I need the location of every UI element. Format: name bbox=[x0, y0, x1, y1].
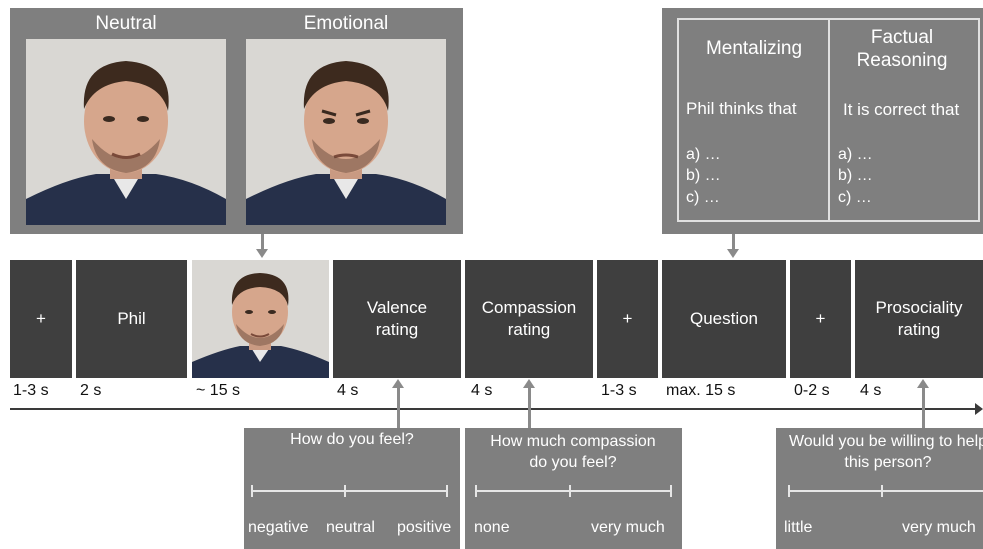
question-panel bbox=[662, 8, 983, 234]
valence-scale-tick-mid bbox=[344, 485, 346, 497]
neutral-label: Neutral bbox=[95, 13, 157, 34]
prosociality-arrow-line bbox=[922, 388, 925, 428]
duration-fixation-2: 1-3 s bbox=[601, 382, 637, 399]
factual-prompt: It is correct that bbox=[843, 100, 960, 119]
duration-video: ~ 15 s bbox=[196, 382, 241, 399]
valence-mid-label: neutral bbox=[326, 519, 375, 536]
valence-arrow-line bbox=[397, 388, 400, 428]
compassion-question: How much compassion do you feel? bbox=[490, 433, 656, 471]
prosociality-low-label: little bbox=[784, 519, 813, 536]
valence-high-label: positive bbox=[397, 519, 452, 536]
compassion-scale-tick-low bbox=[475, 485, 477, 497]
duration-prosociality: 4 s bbox=[860, 382, 882, 399]
duration-fixation-1: 1-3 s bbox=[13, 382, 49, 399]
valence-scale-tick-low bbox=[251, 485, 253, 497]
mentalizing-option-a: a) … bbox=[686, 146, 721, 163]
valence-scale-panel bbox=[244, 428, 460, 549]
fixation-box-3: + bbox=[790, 260, 851, 378]
fixation-box-1: + bbox=[10, 260, 72, 378]
compassion-arrow-head bbox=[523, 379, 535, 388]
prosociality-question: Would you be willing to help this person… bbox=[788, 433, 983, 471]
prosociality-scale-tick-mid bbox=[881, 485, 883, 497]
prosociality-scale-panel bbox=[776, 428, 983, 549]
compassion-scale-tick-high bbox=[670, 485, 672, 497]
prosociality-rating-box: Prosociality rating bbox=[855, 260, 983, 378]
factual-reasoning-title: Factual Reasoning bbox=[856, 27, 948, 71]
duration-question: max. 15 s bbox=[666, 382, 736, 399]
duration-fixation-3: 0-2 s bbox=[794, 382, 830, 399]
name-box: Phil bbox=[76, 260, 187, 378]
fixation-box-2: + bbox=[597, 260, 658, 378]
question-panel-divider bbox=[828, 18, 830, 222]
timeline-axis bbox=[10, 408, 976, 410]
question-arrow-line bbox=[732, 234, 735, 249]
mentalizing-option-c: c) … bbox=[686, 189, 720, 206]
factual-option-c: c) … bbox=[838, 189, 872, 206]
compassion-high-label: very much bbox=[591, 519, 665, 536]
prosociality-high-label: very much bbox=[902, 519, 976, 536]
compassion-scale-line bbox=[476, 490, 672, 492]
compassion-rating-box: Compassion rating bbox=[465, 260, 593, 378]
stimuli-arrow-line bbox=[261, 234, 264, 249]
valence-arrow-head bbox=[392, 379, 404, 388]
mentalizing-title: Mentalizing bbox=[705, 38, 803, 59]
stimuli-arrow-head bbox=[256, 249, 268, 258]
question-box: Question bbox=[662, 260, 786, 378]
factual-option-a: a) … bbox=[838, 146, 873, 163]
prosociality-arrow-head bbox=[917, 379, 929, 388]
valence-scale-line bbox=[252, 490, 448, 492]
compassion-low-label: none bbox=[474, 519, 510, 536]
emotional-face-photo bbox=[246, 39, 446, 225]
prosociality-scale-tick-low bbox=[788, 485, 790, 497]
valence-scale-tick-high bbox=[446, 485, 448, 497]
emotional-label: Emotional bbox=[303, 13, 389, 34]
prosociality-scale-line bbox=[789, 490, 983, 492]
neutral-face-photo bbox=[26, 39, 226, 225]
question-arrow-head bbox=[727, 249, 739, 258]
mentalizing-prompt: Phil thinks that bbox=[686, 99, 797, 118]
duration-name: 2 s bbox=[80, 382, 102, 399]
compassion-scale-tick-mid bbox=[569, 485, 571, 497]
factual-option-b: b) … bbox=[838, 167, 873, 184]
compassion-scale-panel bbox=[465, 428, 682, 549]
duration-valence: 4 s bbox=[337, 382, 359, 399]
compassion-arrow-line bbox=[528, 388, 531, 428]
valence-rating-box: Valence rating bbox=[333, 260, 461, 378]
timeline-arrowhead bbox=[975, 403, 983, 415]
video-still-photo bbox=[192, 260, 329, 378]
valence-low-label: negative bbox=[248, 519, 309, 536]
valence-question: How do you feel? bbox=[290, 431, 414, 448]
mentalizing-option-b: b) … bbox=[686, 167, 721, 184]
duration-compassion: 4 s bbox=[471, 382, 493, 399]
